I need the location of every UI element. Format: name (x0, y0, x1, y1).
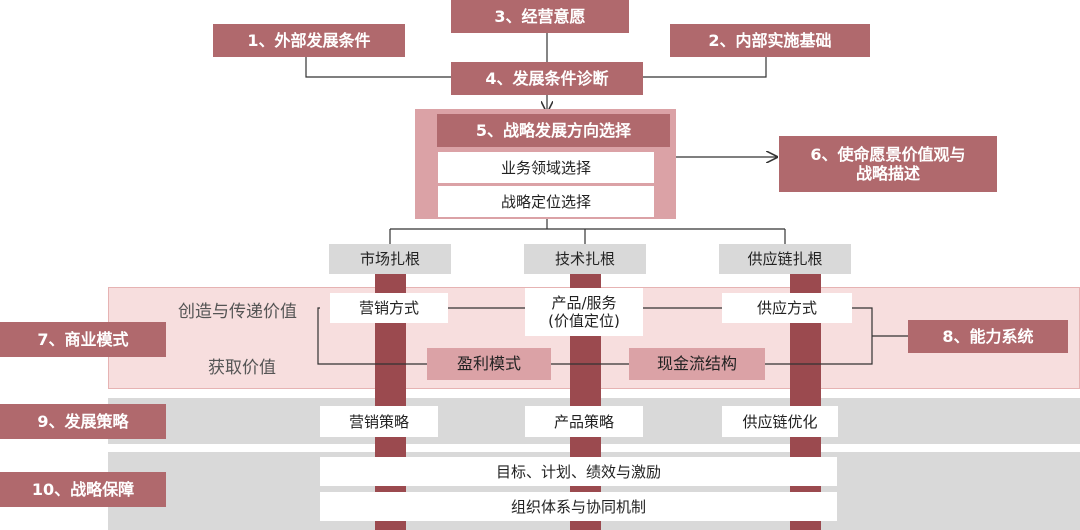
supply-method-label: 供应方式 (756, 299, 817, 317)
strategy-guarantee-label: 10、战略保障 (31, 479, 135, 499)
supply-root-label: 供应链扎根 (747, 250, 823, 268)
capability-system-box: 8、能力系统 (908, 320, 1068, 353)
step2-label: 2、内部实施基础 (708, 30, 832, 50)
business-field-box: 业务领域选择 (438, 152, 654, 183)
business-field-label: 业务领域选择 (500, 158, 591, 177)
step1-label: 1、外部发展条件 (247, 30, 371, 50)
marketing-method-box: 营销方式 (330, 293, 448, 323)
strategic-position-label: 战略定位选择 (500, 192, 591, 211)
marketing-method-label: 营销方式 (358, 299, 419, 317)
goals-plans-label: 目标、计划、绩效与激励 (495, 462, 661, 481)
development-strategy-label-box: 9、发展策略 (0, 404, 166, 439)
marketing-strategy-label: 营销策略 (348, 412, 409, 431)
profit-model-box: 盈利模式 (427, 348, 551, 380)
market-root-label: 市场扎根 (359, 250, 420, 268)
strategy-guarantee-label-box: 10、战略保障 (0, 472, 166, 507)
strategy-direction-title-label: 5、战略发展方向选择 (475, 120, 632, 140)
step6-label: 6、使命愿景价值观与战略描述 (810, 144, 966, 183)
profit-model-label: 盈利模式 (456, 354, 521, 374)
capability-system-label: 8、能力系统 (942, 326, 1034, 346)
supply-chain-optimization-label: 供应链优化 (742, 412, 818, 431)
create-deliver-value-text: 创造与传递价值 (178, 301, 297, 322)
capture-value-text: 获取价值 (208, 357, 276, 378)
create-deliver-value-label: 创造与传递价值 (178, 296, 297, 322)
supply-chain-optimization-box: 供应链优化 (722, 406, 838, 437)
development-strategy-label: 9、发展策略 (37, 411, 129, 431)
product-strategy-label: 产品策略 (553, 412, 614, 431)
left-bracket (317, 307, 427, 365)
step3-label: 3、经营意愿 (494, 6, 586, 26)
step2-box: 2、内部实施基础 (670, 24, 870, 57)
strategic-position-box: 战略定位选择 (438, 186, 654, 217)
product-service-label: 产品/服务 (价值定位) (548, 294, 620, 330)
strategy-direction-title: 5、战略发展方向选择 (437, 114, 670, 147)
step4-label: 4、发展条件诊断 (485, 68, 609, 88)
supply-method-box: 供应方式 (722, 293, 852, 323)
step1-box: 1、外部发展条件 (213, 24, 405, 57)
step3-box: 3、经营意愿 (451, 0, 629, 33)
tech-root-label: 技术扎根 (554, 250, 615, 268)
product-strategy-box: 产品策略 (525, 406, 643, 437)
business-model-label-box: 7、商业模式 (0, 322, 166, 357)
organization-system-label: 组织体系与协同机制 (510, 497, 646, 516)
goals-plans-box: 目标、计划、绩效与激励 (320, 457, 837, 486)
line-step2-to-step4 (643, 56, 767, 78)
step4-box: 4、发展条件诊断 (451, 62, 643, 95)
marketing-strategy-box: 营销策略 (320, 406, 438, 437)
organization-system-box: 组织体系与协同机制 (320, 492, 837, 521)
line-step1-to-step4 (305, 56, 451, 78)
business-model-label: 7、商业模式 (37, 329, 129, 349)
tech-root-header: 技术扎根 (524, 244, 646, 274)
supply-root-header: 供应链扎根 (719, 244, 851, 274)
cash-flow-structure-box: 现金流结构 (629, 348, 765, 380)
capture-value-label: 获取价值 (208, 352, 276, 378)
step6-box: 6、使命愿景价值观与战略描述 (779, 136, 997, 192)
cash-flow-structure-label: 现金流结构 (656, 354, 737, 374)
market-root-header: 市场扎根 (329, 244, 451, 274)
product-service-box: 产品/服务 (价值定位) (525, 288, 643, 336)
